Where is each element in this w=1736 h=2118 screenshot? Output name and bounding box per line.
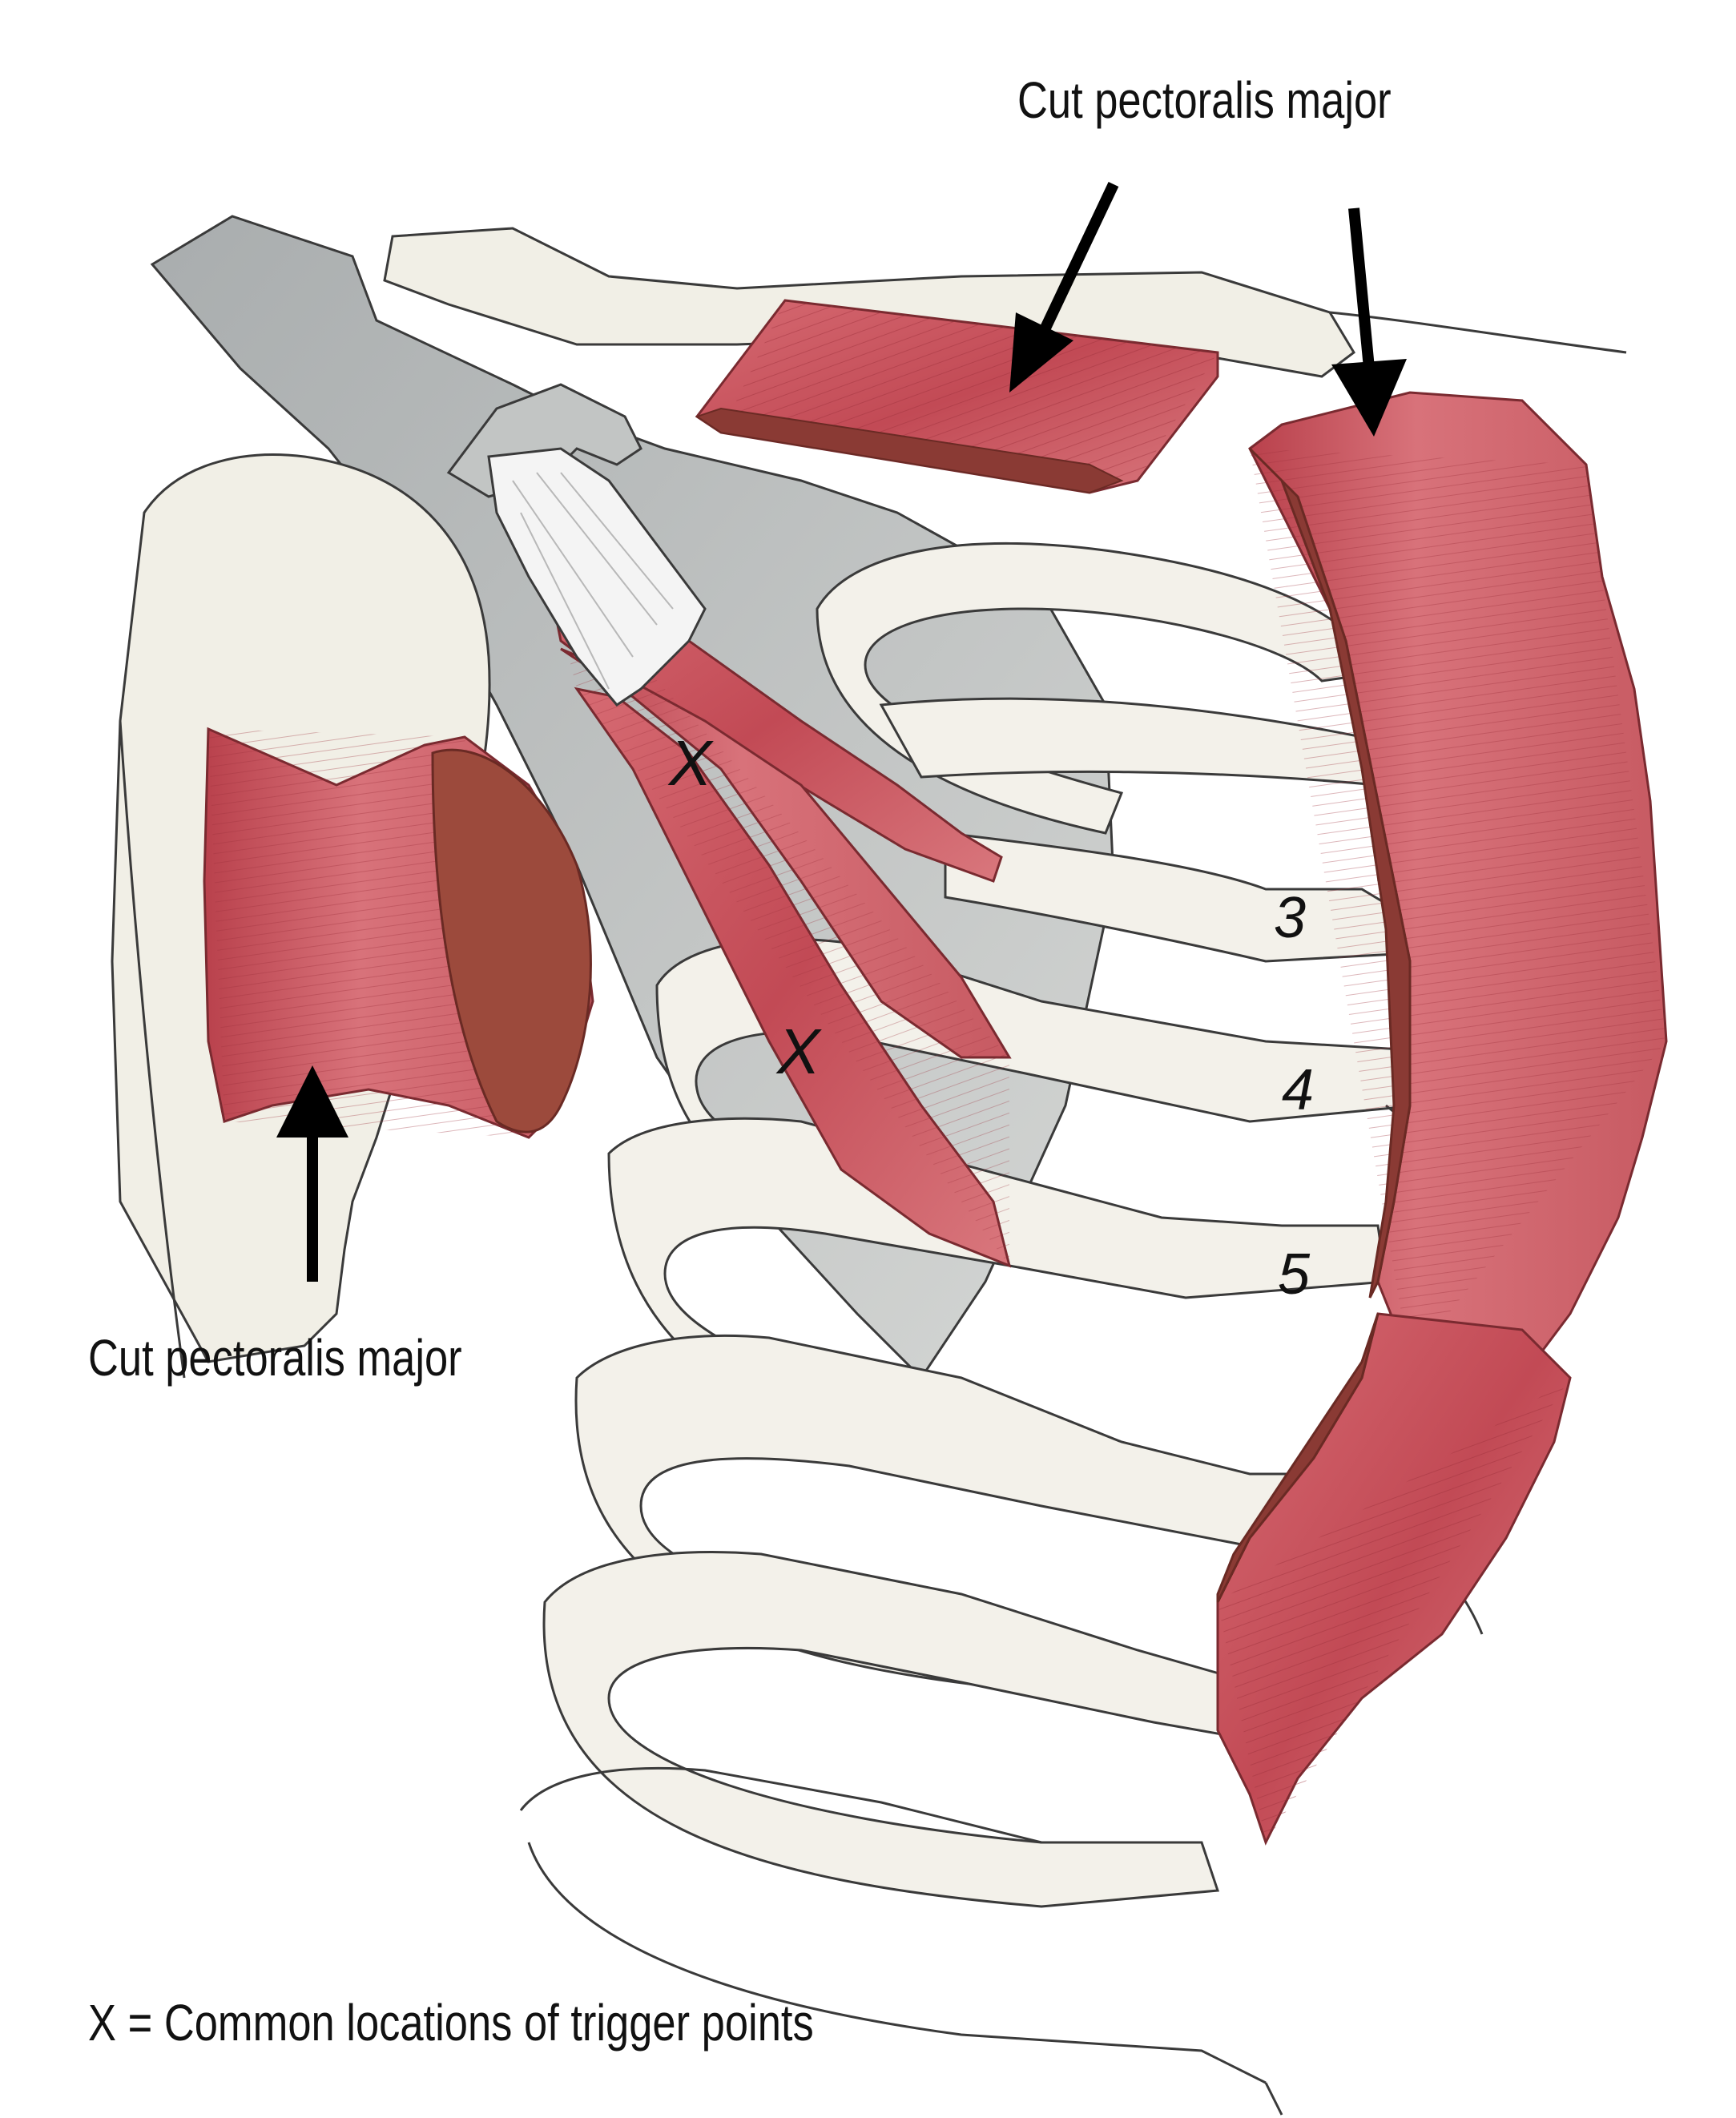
- annotation-cut-pectoralis-major-left: Cut pectoralis major: [88, 1329, 462, 1387]
- trigger-point-marker: X: [667, 727, 714, 799]
- arrow-icon: [1009, 182, 1119, 393]
- pectoralis-major-cut-arm: [203, 727, 594, 1139]
- trigger-point-marker: X: [775, 1016, 822, 1087]
- pectoralis-major-cut-clavicular: [695, 299, 1219, 494]
- pectoralis-minor-tendon: [487, 447, 707, 707]
- rib-number: 3: [1274, 886, 1306, 950]
- pectoralis-major-cut-sternal: [1216, 391, 1668, 1846]
- rib-number: 5: [1278, 1242, 1311, 1307]
- annotation-cut-pectoralis-major-top: Cut pectoralis major: [1017, 71, 1392, 129]
- arrow-icon: [1331, 207, 1407, 437]
- legend-trigger-points: X = Common locations of trigger points: [88, 1994, 814, 2052]
- arrow-icon: [276, 1065, 348, 1282]
- rib-number: 4: [1282, 1058, 1314, 1122]
